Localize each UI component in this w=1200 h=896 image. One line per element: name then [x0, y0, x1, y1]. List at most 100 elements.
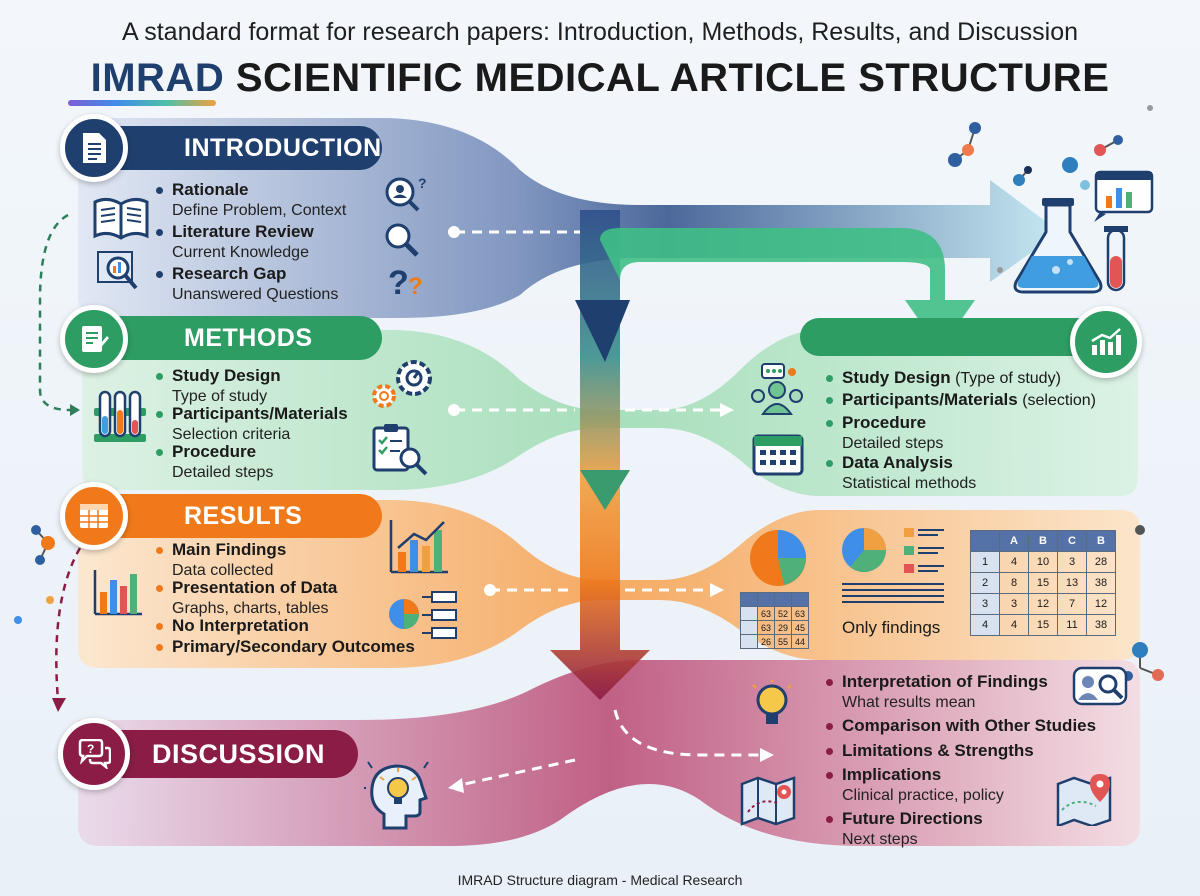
person-search-icon: ? — [384, 175, 430, 221]
bullet-dot — [826, 723, 833, 730]
title-accent: IMRAD — [90, 56, 225, 100]
table-cell: 4 — [999, 551, 1029, 573]
table-cell: 11 — [1057, 614, 1087, 636]
methods-right-header-bar — [800, 318, 1122, 356]
item-title: Procedure — [172, 442, 257, 461]
bullet-dot — [156, 411, 163, 418]
bullet-dot — [826, 772, 833, 780]
list-item: Comparison with Other Studies — [842, 716, 1096, 737]
item-description: Unanswered Questions — [172, 286, 339, 303]
table-cell: 63 — [757, 606, 775, 621]
table-cell: 13 — [1057, 572, 1087, 594]
table-cell: 10 — [1028, 551, 1058, 573]
bullet-dot — [156, 547, 163, 554]
table-cell: 15 — [1028, 614, 1058, 636]
table-cell: 63 — [757, 620, 775, 635]
table-cell: 63 — [791, 606, 809, 621]
table-cell — [740, 634, 758, 649]
magnified-chart-icon — [96, 250, 140, 299]
table-cell: 7 — [1057, 593, 1087, 615]
speech-bubbles-icon: ? — [58, 718, 130, 790]
item-title: Interpretation of Findings — [842, 672, 1048, 691]
table-cell: 55 — [774, 634, 792, 649]
lightbulb-icon — [752, 678, 792, 735]
table-cell — [740, 606, 758, 621]
bullet-dot — [156, 373, 163, 380]
list-item: Study Design (Type of study) — [842, 368, 1061, 389]
item-description: Current Knowledge — [172, 244, 309, 261]
table-cell: C — [1057, 530, 1087, 552]
table-cell: A — [999, 530, 1029, 552]
bullet-dot — [156, 271, 163, 278]
writing-clipboard-icon — [60, 305, 128, 373]
item-title: Implications — [842, 765, 942, 785]
bullet-dot — [826, 679, 833, 686]
table-cell: 15 — [1028, 572, 1058, 594]
person-magnifier-icon — [1072, 666, 1130, 715]
lab-flask-icon — [1010, 170, 1160, 305]
list-item: No Interpretation — [172, 616, 309, 637]
table-cell: 38 — [1086, 614, 1116, 636]
item-description: Define Problem, Context — [172, 202, 347, 219]
page-title: IMRAD SCIENTIFIC MEDICAL ARTICLE STRUCTU… — [0, 56, 1200, 101]
checklist-magnifier-icon — [372, 424, 430, 481]
introduction-label: INTRODUCTION — [184, 133, 382, 162]
table-row — [740, 592, 809, 607]
item-title: Data Analysis — [842, 452, 953, 472]
table-cell: B — [1086, 530, 1116, 552]
bullet-dot — [826, 816, 833, 824]
table-cell: B — [1028, 530, 1058, 552]
idea-head-icon — [364, 758, 434, 835]
table-cell: 38 — [1086, 572, 1116, 594]
item-note: (selection) — [1017, 392, 1096, 410]
table-cell: 12 — [1028, 593, 1058, 615]
item-description: Graphs, charts, tables — [172, 600, 329, 617]
bullet-dot — [156, 187, 163, 194]
item-description: Selection criteria — [172, 426, 291, 443]
item-title: Study Design — [172, 366, 281, 385]
question-marks-icon: ?? — [388, 264, 428, 305]
footer-caption: IMRAD Structure diagram - Medical Resear… — [457, 872, 743, 888]
table-cell: 29 — [774, 620, 792, 635]
pie-legend-icon — [840, 524, 950, 621]
item-description: Type of study — [172, 388, 268, 405]
item-title: Participants/Materials — [172, 404, 348, 423]
table-cell: 8 — [999, 572, 1029, 594]
item-description: Detailed steps — [172, 464, 274, 481]
table-cell: 4 — [999, 614, 1029, 636]
table-cell: 28 — [1086, 551, 1116, 573]
results-header: RESULTS — [96, 494, 382, 538]
list-item: Primary/Secondary Outcomes — [172, 637, 415, 658]
bullet-dot — [826, 747, 833, 755]
table-cell: 44 — [791, 634, 809, 649]
methods-header: METHODS — [96, 316, 382, 360]
table-cell: 3 — [970, 593, 1000, 615]
bullet-dot — [156, 644, 163, 652]
item-title: Main Findings — [172, 540, 287, 559]
methods-detail-list: Study Design (Type of study)Participants… — [820, 368, 1120, 492]
table-cell: 2 — [970, 572, 1000, 594]
item-note: (Type of study) — [950, 370, 1061, 387]
table-cell: 3 — [1057, 551, 1087, 573]
bullet-dot — [826, 419, 833, 427]
item-description: Data collected — [172, 562, 274, 579]
item-title: Literature Review — [172, 222, 314, 241]
